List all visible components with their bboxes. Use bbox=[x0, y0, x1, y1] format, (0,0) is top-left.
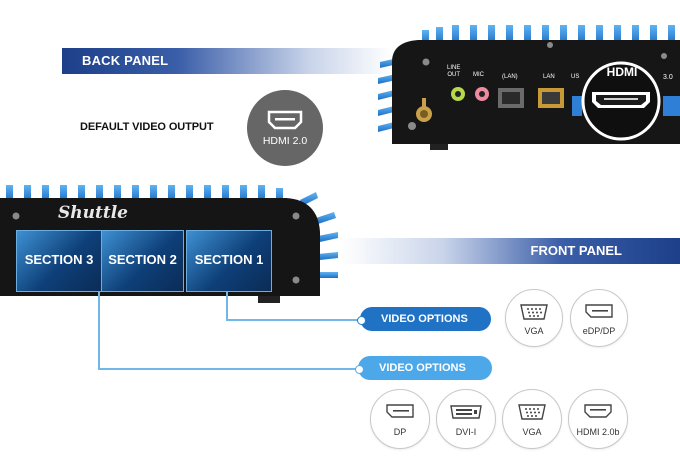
option-vga-2-label: VGA bbox=[522, 427, 542, 437]
default-video-output-label: DEFAULT VIDEO OUTPUT bbox=[80, 121, 214, 133]
pill-dot bbox=[355, 365, 364, 374]
video-options-label-2: VIDEO OPTIONS bbox=[379, 362, 466, 374]
connector-section23-vertical bbox=[98, 292, 100, 369]
section-1-panel: SECTION 1 bbox=[186, 230, 272, 292]
hdmi-badge-label: HDMI 2.0 bbox=[262, 135, 308, 147]
hdmi-port-label: HDMI bbox=[606, 65, 638, 79]
usb-label-fragment: US bbox=[571, 74, 580, 80]
front-panel-title: FRONT PANEL bbox=[530, 243, 622, 258]
lan-label-1: (LAN) bbox=[502, 74, 518, 80]
vga-icon bbox=[520, 304, 548, 320]
vga-icon bbox=[518, 404, 546, 420]
option-vga-1: VGA bbox=[505, 289, 563, 347]
option-dp: DP bbox=[370, 389, 430, 449]
displayport-icon bbox=[585, 304, 613, 318]
back-panel-device bbox=[378, 25, 680, 150]
option-edp-dp-label: eDP/DP bbox=[582, 326, 616, 336]
option-dvi-i-label: DVI-I bbox=[455, 427, 477, 437]
lan-label-2: LAN bbox=[543, 74, 555, 80]
video-options-label-1: VIDEO OPTIONS bbox=[381, 313, 468, 325]
back-panel-banner: BACK PANEL bbox=[62, 48, 392, 74]
shuttle-logo: Shuttle bbox=[58, 203, 128, 223]
video-options-pill-section1: VIDEO OPTIONS bbox=[357, 307, 491, 331]
option-hdmi-2-0b-label: HDMI 2.0b bbox=[576, 427, 620, 437]
section-2-panel: SECTION 2 bbox=[101, 230, 184, 292]
hdmi-badge: HDMI 2.0 bbox=[247, 90, 323, 166]
video-options-pill-section23: VIDEO OPTIONS bbox=[355, 356, 492, 380]
section-3-label: SECTION 3 bbox=[24, 252, 94, 267]
line-out-label: LINE OUT bbox=[447, 65, 461, 78]
connector-section1-vertical bbox=[226, 292, 228, 320]
front-panel-banner: FRONT PANEL bbox=[342, 238, 680, 264]
displayport-icon bbox=[386, 404, 414, 418]
option-dvi-i: DVI-I bbox=[436, 389, 496, 449]
option-edp-dp: eDP/DP bbox=[570, 289, 628, 347]
connector-section1-horizontal bbox=[226, 319, 360, 321]
section-1-label: SECTION 1 bbox=[194, 252, 264, 267]
hdmi-icon bbox=[584, 404, 612, 418]
option-vga-2: VGA bbox=[502, 389, 562, 449]
hdmi-icon bbox=[267, 110, 303, 130]
pill-dot bbox=[357, 316, 366, 325]
option-dp-label: DP bbox=[393, 427, 407, 437]
option-vga-1-label: VGA bbox=[524, 326, 544, 336]
connector-section23-horizontal bbox=[98, 368, 358, 370]
section-2-label: SECTION 2 bbox=[108, 252, 177, 267]
section-3-panel: SECTION 3 bbox=[16, 230, 102, 292]
usb3-label: 3.0 bbox=[663, 74, 673, 81]
dvi-icon bbox=[450, 405, 482, 419]
mic-label: MIC bbox=[473, 72, 484, 78]
back-panel-title: BACK PANEL bbox=[82, 53, 169, 68]
option-hdmi-2-0b: HDMI 2.0b bbox=[568, 389, 628, 449]
